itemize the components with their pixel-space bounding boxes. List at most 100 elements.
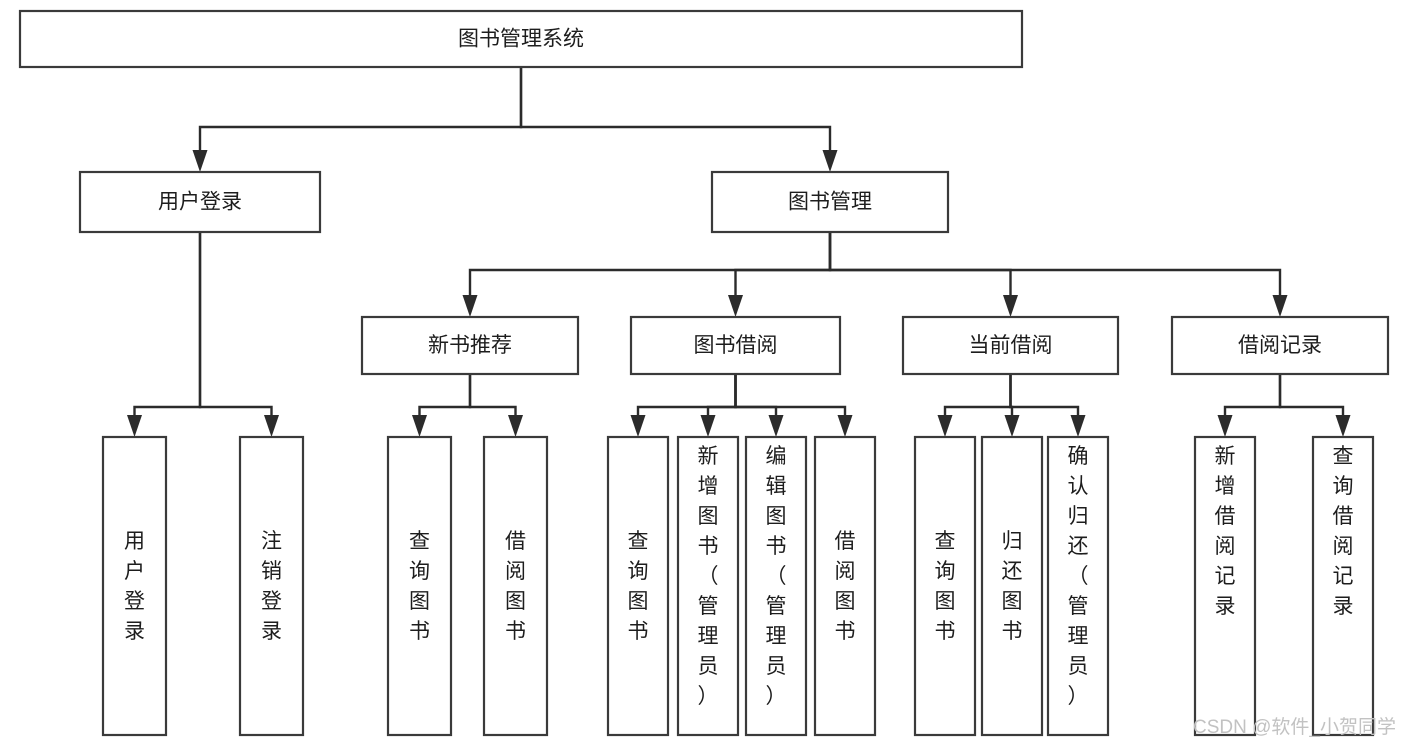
node-box-leaf-logout[interactable] [238,435,305,737]
arrow-head-icon [768,415,784,437]
arrow-head-icon [1272,295,1288,317]
node-label-new-book-rec: 新书推荐 [428,334,512,357]
node-leaf-confirm-return[interactable]: 确认归还（管理员） [1046,435,1110,737]
node-box-leaf-borrow-book-1[interactable] [482,435,549,737]
node-user-login[interactable]: 用户登录 [78,170,322,234]
node-layer: 图书管理系统用户登录图书管理新书推荐图书借阅当前借阅借阅记录用户登录注销登录查询… [18,9,1390,737]
node-box-new-book-rec[interactable] [360,315,580,376]
connector-book-borrow-to-leaf-query-book-2 [630,374,737,437]
node-box-leaf-confirm-return[interactable] [1046,435,1110,737]
node-book-manage[interactable]: 图书管理 [710,170,950,234]
node-box-leaf-return-book[interactable] [980,435,1044,737]
node-box-leaf-user-login[interactable] [101,435,168,737]
node-root[interactable]: 图书管理系统 [18,9,1024,69]
arrow-head-icon [412,415,427,437]
node-label-leaf-query-book-3: 查询图书 [935,530,956,643]
node-borrow-record[interactable]: 借阅记录 [1170,315,1390,376]
node-box-leaf-query-book-1[interactable] [386,435,453,737]
node-label-leaf-confirm-return: 确认归还（管理员） [1068,445,1089,708]
watermark-label: CSDN @软件_小贺同学 [1193,716,1396,738]
node-label-current-borrow: 当前借阅 [969,334,1053,357]
node-current-borrow[interactable]: 当前借阅 [901,315,1120,376]
node-box-leaf-add-book[interactable] [676,435,740,737]
node-label-leaf-logout: 注销登录 [261,530,282,643]
arrow-head-icon [1070,415,1086,437]
node-label-book-borrow: 图书借阅 [694,334,778,357]
node-box-user-login[interactable] [78,170,322,234]
node-leaf-edit-book[interactable]: 编辑图书（管理员） [744,435,808,737]
connector-borrow-record-to-leaf-add-record [1217,374,1282,437]
arrow-head-icon [127,415,142,437]
arrow-head-icon [264,415,279,437]
node-label-leaf-return-book: 归还图书 [1002,530,1023,643]
connector-current-borrow-to-leaf-query-book-3 [937,374,1012,437]
node-label-leaf-user-login: 用户登录 [124,530,145,643]
connector-current-borrow-to-leaf-return-book [1004,374,1020,437]
node-leaf-query-book-3[interactable]: 查询图书 [913,435,977,737]
connector-user-login-to-leaf-logout [198,232,279,437]
node-box-leaf-edit-book[interactable] [744,435,808,737]
arrow-head-icon [630,415,646,437]
node-box-book-manage[interactable] [710,170,950,234]
connector-book-manage-to-new-book-rec [462,232,832,317]
arrow-head-icon [1217,415,1233,437]
arrow-head-icon [508,415,523,437]
connector-book-borrow-to-leaf-edit-book [734,374,784,437]
node-box-leaf-borrow-book-2[interactable] [813,435,877,737]
node-label-borrow-record: 借阅记录 [1238,334,1322,357]
node-leaf-return-book[interactable]: 归还图书 [980,435,1044,737]
node-label-root: 图书管理系统 [458,28,584,51]
node-box-borrow-record[interactable] [1170,315,1390,376]
node-label-leaf-add-book: 新增图书（管理员） [698,445,719,708]
node-leaf-add-book[interactable]: 新增图书（管理员） [676,435,740,737]
node-box-leaf-query-record[interactable] [1311,435,1375,737]
node-label-leaf-query-book-2: 查询图书 [628,530,649,643]
connector-new-book-rec-to-leaf-query-book-1 [412,374,472,437]
node-box-leaf-query-book-3[interactable] [913,435,977,737]
node-box-current-borrow[interactable] [901,315,1120,376]
node-book-borrow[interactable]: 图书借阅 [629,315,842,376]
node-box-leaf-query-book-2[interactable] [606,435,670,737]
node-leaf-borrow-book-1[interactable]: 借阅图书 [482,435,549,737]
connector-layer [127,67,1351,437]
connector-user-login-to-leaf-user-login [127,232,202,437]
node-leaf-add-record[interactable]: 新增借阅记录 [1193,435,1257,737]
node-label-leaf-borrow-book-2: 借阅图书 [835,530,856,643]
node-label-leaf-add-record: 新增借阅记录 [1215,445,1236,618]
arrow-head-icon [1335,415,1351,437]
node-leaf-borrow-book-2[interactable]: 借阅图书 [813,435,877,737]
arrow-head-icon [1004,415,1020,437]
node-label-user-login: 用户登录 [158,191,242,214]
connector-book-borrow-to-leaf-borrow-book-2 [734,374,853,437]
arrow-head-icon [462,295,478,317]
arrow-head-icon [822,150,838,172]
node-label-book-manage: 图书管理 [788,191,872,214]
connector-borrow-record-to-leaf-query-record [1278,374,1351,437]
node-label-leaf-query-record: 查询借阅记录 [1333,445,1354,618]
connector-book-manage-to-borrow-record [828,232,1288,317]
arrow-head-icon [700,415,716,437]
connector-current-borrow-to-leaf-confirm-return [1009,374,1086,437]
connector-new-book-rec-to-leaf-borrow-book-1 [468,374,523,437]
node-box-leaf-add-record[interactable] [1193,435,1257,737]
arrow-head-icon [192,150,208,172]
arrow-head-icon [837,415,853,437]
node-leaf-logout[interactable]: 注销登录 [238,435,305,737]
connector-book-manage-to-book-borrow [728,232,832,317]
node-leaf-query-book-1[interactable]: 查询图书 [386,435,453,737]
node-new-book-rec[interactable]: 新书推荐 [360,315,580,376]
node-leaf-query-book-2[interactable]: 查询图书 [606,435,670,737]
node-leaf-user-login[interactable]: 用户登录 [101,435,168,737]
arrow-head-icon [937,415,953,437]
arrow-head-icon [728,295,743,317]
node-box-root[interactable] [18,9,1024,69]
node-leaf-query-record[interactable]: 查询借阅记录 [1311,435,1375,737]
connector-root-to-user-login [192,67,523,172]
node-box-book-borrow[interactable] [629,315,842,376]
connector-book-borrow-to-leaf-add-book [700,374,737,437]
arrow-head-icon [1003,295,1018,317]
node-label-leaf-edit-book: 编辑图书（管理员） [766,445,787,708]
node-label-leaf-borrow-book-1: 借阅图书 [505,530,526,643]
